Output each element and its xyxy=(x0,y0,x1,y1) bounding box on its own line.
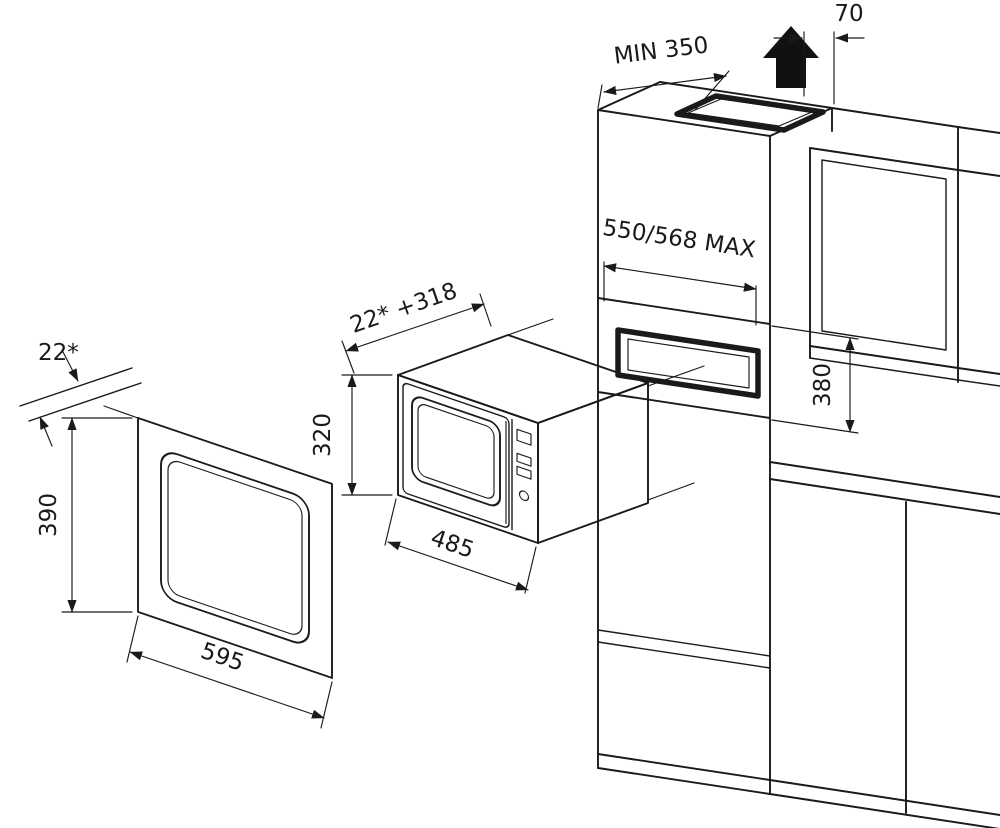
niche-bottom-edge xyxy=(597,391,771,419)
base-units xyxy=(769,461,1000,828)
tall-unit xyxy=(597,81,833,795)
frame-width-label: 595 xyxy=(197,638,247,677)
dim-oven-depth: 22* +318 xyxy=(341,278,492,374)
dim-frame-width: 595 xyxy=(126,615,333,729)
oven-top-face xyxy=(397,334,649,424)
dim-oven-width: 485 xyxy=(384,498,537,594)
oven-depth-label: 22* +318 xyxy=(347,278,461,339)
niche-opening xyxy=(615,327,761,399)
oven-door-window-inner xyxy=(417,404,495,499)
rear-gap-label: 70 xyxy=(834,1,863,27)
microwave-oven: 320 485 22* +318 xyxy=(310,278,705,594)
oven-button xyxy=(516,452,532,467)
trim-frame: 22* 390 595 xyxy=(19,340,333,729)
dim-niche-height: 380 xyxy=(771,325,859,434)
frame-outer-edge xyxy=(137,416,333,679)
oven-display xyxy=(516,428,532,446)
kitchen-cabinet: MIN 350 70 550/568 MAX 380 xyxy=(597,1,1000,828)
oven-door xyxy=(402,382,510,528)
frame-opening xyxy=(160,452,310,644)
dim-rear-gap: 70 xyxy=(773,1,865,105)
dim-cabinet-inner-width: 550/568 MAX xyxy=(601,215,758,326)
countertop xyxy=(769,461,1000,498)
vent-opening xyxy=(674,93,826,133)
cabinet-inner-width-label: 550/568 MAX xyxy=(601,215,758,264)
niche-top-edge xyxy=(597,297,771,325)
oven-side-face xyxy=(537,382,649,544)
oven-door-window xyxy=(411,396,501,507)
dim-frame-height: 390 xyxy=(36,417,133,613)
oven-button xyxy=(516,465,532,480)
wall-cabinet xyxy=(809,107,1000,387)
airflow-up-arrow-icon xyxy=(763,26,819,88)
min-top-depth-label: MIN 350 xyxy=(612,32,710,69)
oven-height-label: 320 xyxy=(310,413,336,457)
frame-thickness-label: 22* xyxy=(38,340,79,366)
wall-cabinet-door xyxy=(821,159,947,351)
dim-oven-height: 320 xyxy=(310,374,393,496)
niche-height-label: 380 xyxy=(810,363,836,407)
frame-height-label: 390 xyxy=(36,493,62,537)
frame-opening-inner-line xyxy=(167,460,303,635)
oven-knob xyxy=(518,490,530,502)
frame-thickness-edge xyxy=(19,349,142,447)
oven-front-face xyxy=(397,374,539,545)
